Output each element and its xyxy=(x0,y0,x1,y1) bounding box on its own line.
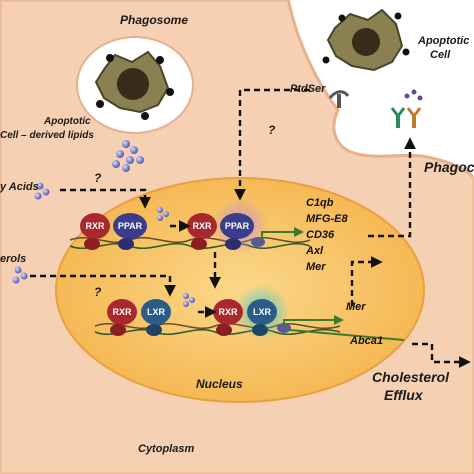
cytoplasm-label: Cytoplasm xyxy=(138,443,194,455)
sterols-label: erols xyxy=(0,253,26,265)
rxr-ppar-inactive xyxy=(80,213,147,250)
apoptotic-cell-external xyxy=(322,8,410,72)
apoptotic-lipids-label: Apoptotic Cell – derived lipids xyxy=(0,116,94,141)
membrane-receptor-green xyxy=(390,107,406,128)
rxr-label-1: RXR xyxy=(85,221,105,231)
arrow-ptdser xyxy=(234,88,310,201)
arrow-to-phagocytosis xyxy=(368,137,416,238)
fatty-acids-label: y Acids xyxy=(0,181,39,193)
gene-mer-ppar: Mer xyxy=(306,261,326,273)
membrane-receptor-orange xyxy=(406,107,422,128)
ppar-target-genes: C1qb MFG-E8 CD36 Axl Mer xyxy=(305,197,348,273)
question-mark-fatty-acids: ? xyxy=(94,171,102,185)
rxr-lxr-inactive xyxy=(107,299,171,336)
arrow-sterols xyxy=(30,274,176,297)
apoptotic-cell-label-line2: Cell xyxy=(430,49,451,61)
gene-c1qb: C1qb xyxy=(306,197,334,209)
gene-mer-lxr: Mer xyxy=(346,301,366,313)
rxr-label-3: RXR xyxy=(112,307,132,317)
arrow-fatty-acids xyxy=(60,188,151,209)
lipid-dots-cluster xyxy=(112,140,144,172)
arrow-cholesterol-efflux xyxy=(412,342,471,368)
dna-strand-top xyxy=(69,236,311,250)
phagosome-label: Phagosome xyxy=(120,13,188,27)
transcription-arrow-lxr-mer xyxy=(283,315,344,328)
dna-strand-bottom xyxy=(94,322,341,336)
fatty-acid-dots xyxy=(34,182,50,200)
rxr-label-4: RXR xyxy=(218,307,238,317)
nucleus-label: Nucleus xyxy=(196,377,243,391)
phagocytosis-label: Phagoc xyxy=(424,159,474,175)
gene-axl: Axl xyxy=(305,245,324,257)
gene-abca1: Abca1 xyxy=(349,335,383,347)
apoptotic-cell-label: Apoptotic Cell xyxy=(417,35,472,61)
ligand-dots-ppar xyxy=(157,207,169,221)
gene-cd36: CD36 xyxy=(306,229,335,241)
ptdser-dots xyxy=(404,89,423,101)
ligand-dots-lxr xyxy=(183,293,195,307)
question-mark-ptdser: ? xyxy=(268,123,276,137)
gene-mfg-e8: MFG-E8 xyxy=(306,213,348,225)
ptdser-label: PtdSer xyxy=(290,83,326,95)
arrow-mer-up xyxy=(350,256,383,306)
sterol-dots xyxy=(12,266,28,284)
apoptotic-lipids-line1: Apoptotic xyxy=(43,116,91,127)
lxr-label-2: LXR xyxy=(253,307,272,317)
ppar-label-1: PPAR xyxy=(118,221,143,231)
cholesterol-efflux-label: Cholesterol Efflux xyxy=(372,369,453,403)
ptdser-receptor xyxy=(328,90,350,108)
rxr-lxr-active xyxy=(213,299,291,336)
rxr-ppar-active xyxy=(187,213,265,250)
transcription-arrow-ppar xyxy=(261,227,304,240)
question-mark-sterols: ? xyxy=(94,285,102,299)
ppar-label-2: PPAR xyxy=(225,221,250,231)
nucleus xyxy=(55,177,425,403)
cholesterol-efflux-line1: Cholesterol xyxy=(372,369,450,385)
rxr-label-2: RXR xyxy=(192,221,212,231)
lxr-label-1: LXR xyxy=(147,307,166,317)
apoptotic-lipids-line2: Cell – derived lipids xyxy=(0,130,94,141)
apoptotic-cell-engulfed xyxy=(94,50,174,120)
cholesterol-efflux-line2: Efflux xyxy=(384,387,424,403)
apoptotic-cell-label-line1: Apoptotic xyxy=(417,35,469,47)
transcription-line-abca1 xyxy=(289,329,405,341)
